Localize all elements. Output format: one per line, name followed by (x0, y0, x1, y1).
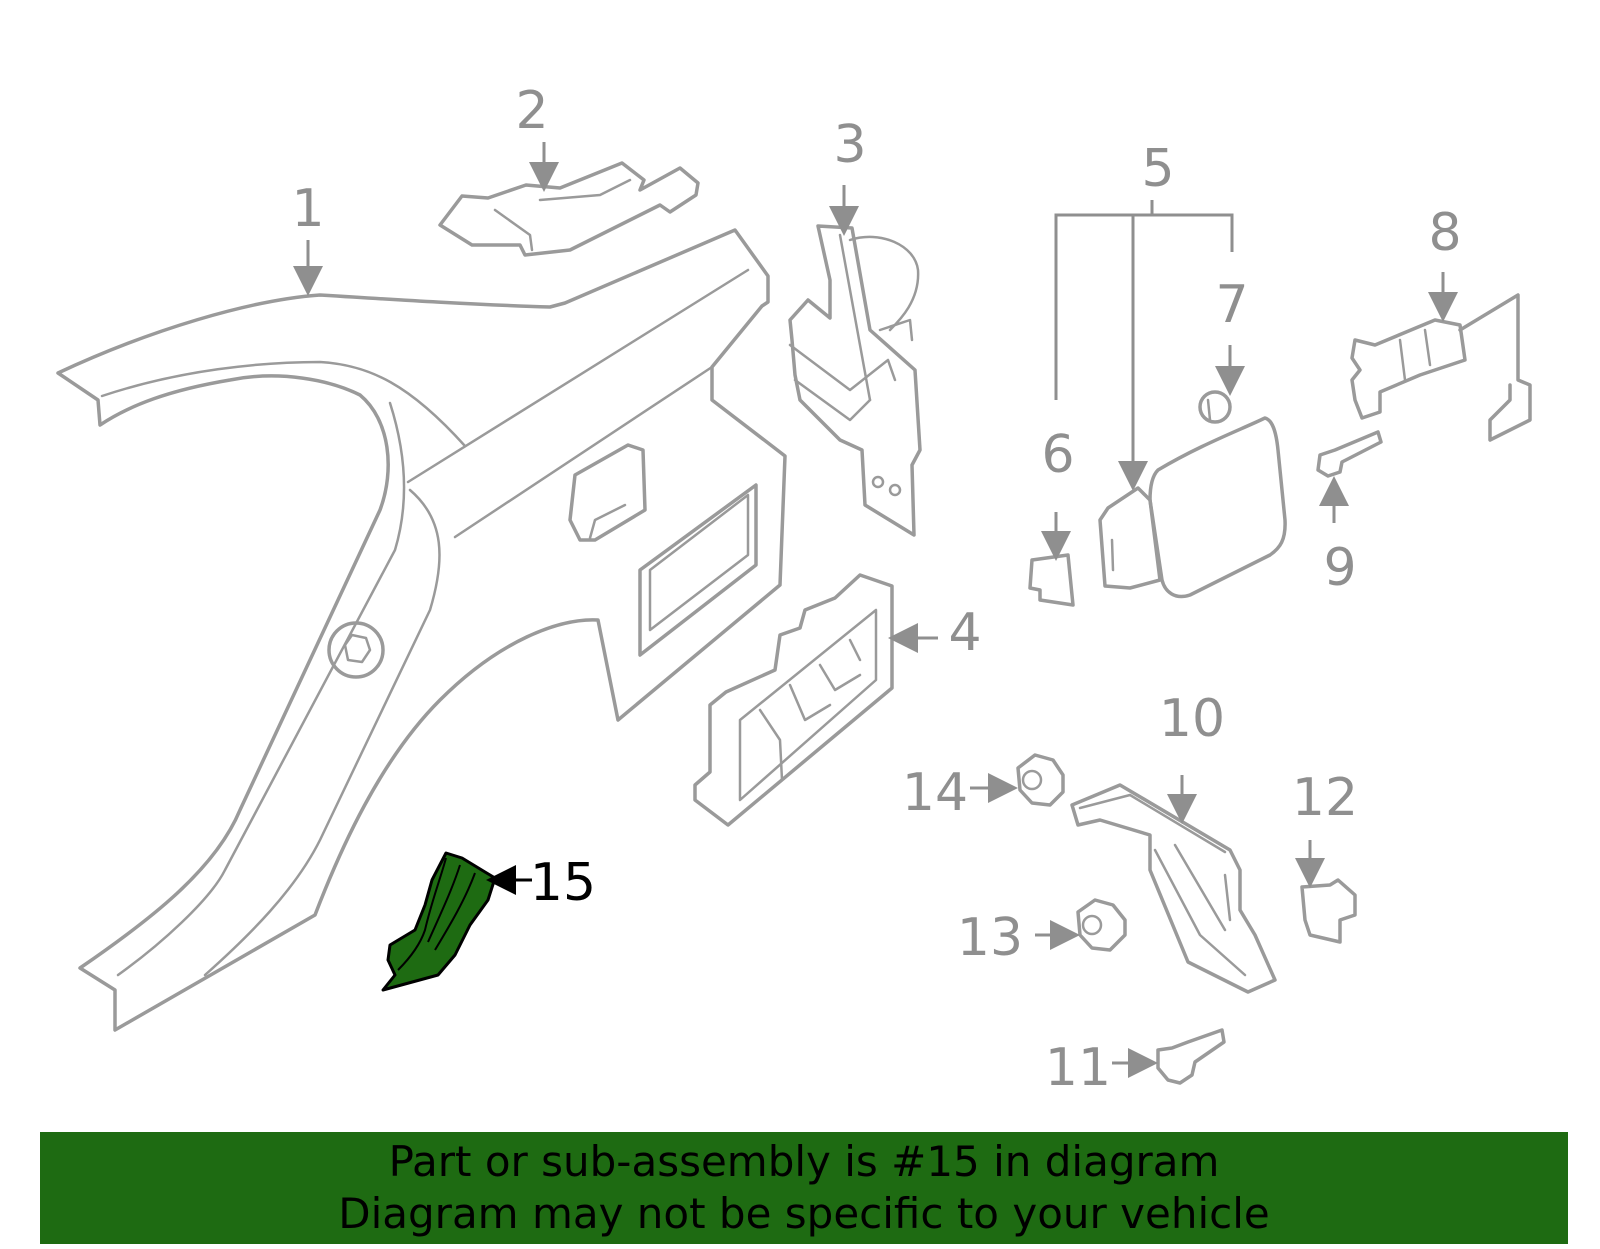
callout-1: 1 (291, 179, 324, 239)
actuator-part-8 (1350, 293, 1532, 442)
callout-2: 2 (515, 81, 548, 141)
callout-13: 13 (957, 908, 1023, 968)
callout-5: 5 (1141, 139, 1174, 199)
callout-15: 15 (530, 853, 596, 913)
callout-7: 7 (1215, 275, 1248, 335)
clip-part-12 (1300, 878, 1357, 944)
bumper-part-7 (1198, 390, 1232, 424)
callout-4: 4 (948, 603, 981, 663)
push-pin-part-11 (1156, 1028, 1226, 1085)
upper-bracket-part (438, 161, 700, 257)
highlighted-part-15[interactable] (381, 851, 497, 992)
callout-10: 10 (1159, 689, 1225, 749)
info-banner: Part or sub-assembly is #15 in diagram D… (40, 1132, 1568, 1244)
callout-6: 6 (1041, 425, 1074, 485)
callout-3: 3 (833, 115, 866, 175)
fuel-door-part (1098, 416, 1287, 599)
nut-part-14 (1016, 753, 1065, 807)
vent-grille-part (693, 573, 894, 827)
clip-part-6 (1028, 553, 1075, 607)
inner-reinforcement-part (788, 224, 922, 537)
nut-part-13 (1076, 898, 1127, 952)
callout-11: 11 (1045, 1038, 1111, 1098)
banner-line-1: Part or sub-assembly is #15 in diagram (388, 1137, 1220, 1186)
callout-9: 9 (1323, 538, 1356, 598)
screw-part-9 (1316, 430, 1383, 478)
callout-14: 14 (902, 763, 968, 823)
callout-8: 8 (1428, 203, 1461, 263)
banner-line-2: Diagram may not be specific to your vehi… (338, 1189, 1270, 1238)
callout-12: 12 (1292, 768, 1358, 828)
quarter-panel-part (56, 228, 787, 1032)
wheelhouse-liner-part-10 (1070, 783, 1277, 994)
